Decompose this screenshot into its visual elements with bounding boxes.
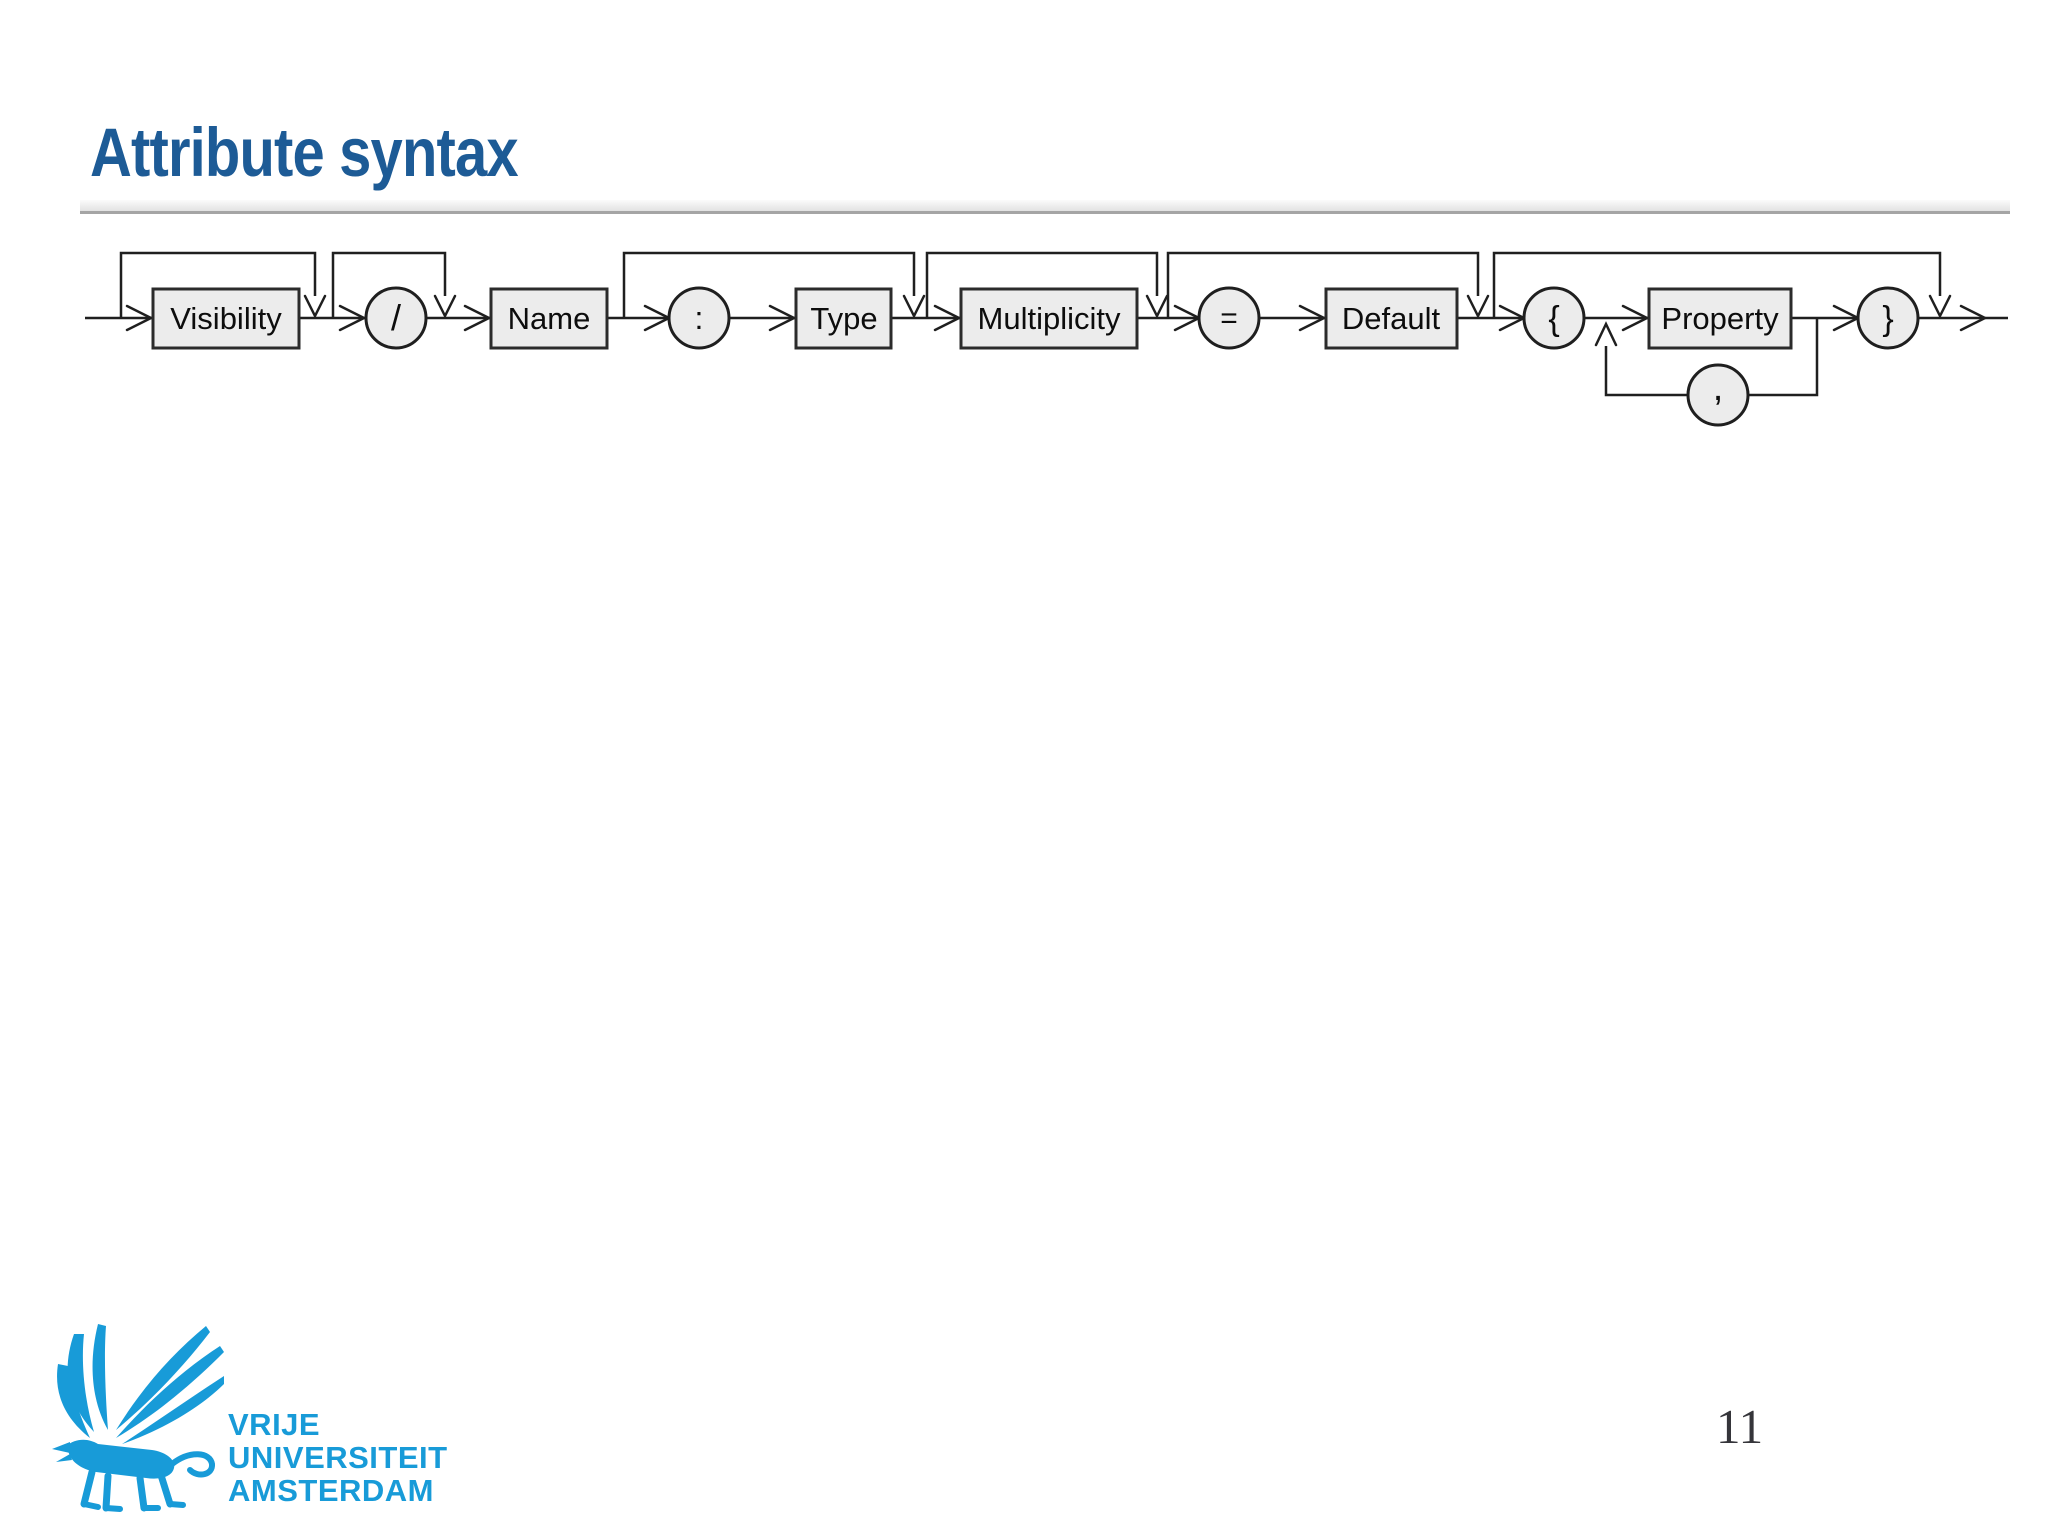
arrow-right-icon xyxy=(463,304,492,332)
svg-text:Default: Default xyxy=(1342,301,1441,336)
svg-text:Name: Name xyxy=(508,301,591,336)
terminal-colon: : xyxy=(667,286,731,350)
title-divider xyxy=(80,200,2010,214)
node-default: Default xyxy=(1324,287,1459,350)
arrow-down-icon xyxy=(902,294,926,319)
node-property: Property xyxy=(1647,287,1793,350)
terminal-close-brace: } xyxy=(1856,286,1920,350)
diagram-boxes: Visibility Name Type Multiplicity Defaul… xyxy=(151,287,1793,350)
svg-text:Property: Property xyxy=(1661,301,1779,336)
page-title: Attribute syntax xyxy=(90,114,519,191)
svg-text:Multiplicity: Multiplicity xyxy=(978,301,1121,336)
diagram-rails xyxy=(85,251,2008,397)
svg-text:,: , xyxy=(1713,367,1724,409)
terminal-equals: = xyxy=(1197,286,1261,350)
vu-logo: VRIJE UNIVERSITEIT AMSTERDAM xyxy=(48,1320,478,1520)
terminal-comma: , xyxy=(1686,363,1750,427)
arrow-right-icon xyxy=(933,304,962,332)
arrow-right-icon xyxy=(338,304,367,332)
node-type: Type xyxy=(794,287,893,350)
svg-text:Type: Type xyxy=(810,301,877,336)
arrow-right-icon xyxy=(768,304,797,332)
diagram-terminals: / : = { , } xyxy=(364,286,1920,427)
arrow-down-icon xyxy=(1466,294,1490,319)
arrow-right-icon xyxy=(1298,304,1327,332)
svg-text:}: } xyxy=(1882,300,1893,338)
arrow-down-icon xyxy=(433,294,457,319)
svg-text:Visibility: Visibility xyxy=(170,301,282,336)
vu-wordmark-line1: VRIJE xyxy=(228,1407,321,1442)
node-visibility: Visibility xyxy=(151,287,301,350)
arrow-down-icon xyxy=(1928,294,1952,319)
arrow-right-icon xyxy=(1959,304,1988,332)
vu-wordmark-line3: AMSTERDAM xyxy=(228,1473,434,1508)
terminal-slash: / xyxy=(364,286,428,350)
terminal-open-brace: { xyxy=(1522,286,1586,350)
arrow-down-icon xyxy=(303,294,327,319)
page-number: 11 xyxy=(1716,1399,1764,1454)
node-multiplicity: Multiplicity xyxy=(959,287,1139,350)
vu-griffin-icon xyxy=(52,1324,224,1512)
svg-text::: : xyxy=(695,300,704,336)
vu-wordmark: VRIJE UNIVERSITEIT AMSTERDAM xyxy=(228,1408,448,1507)
svg-text:{: { xyxy=(1548,300,1559,338)
vu-wordmark-line2: UNIVERSITEIT xyxy=(228,1440,448,1475)
node-name: Name xyxy=(489,287,609,350)
svg-text:=: = xyxy=(1220,302,1238,335)
arrow-down-icon xyxy=(1145,294,1169,319)
arrow-up-icon xyxy=(1594,321,1618,347)
arrow-right-icon xyxy=(125,304,154,332)
svg-text:/: / xyxy=(391,297,401,338)
arrow-right-icon xyxy=(1621,304,1650,332)
arrowheads xyxy=(125,294,1988,347)
